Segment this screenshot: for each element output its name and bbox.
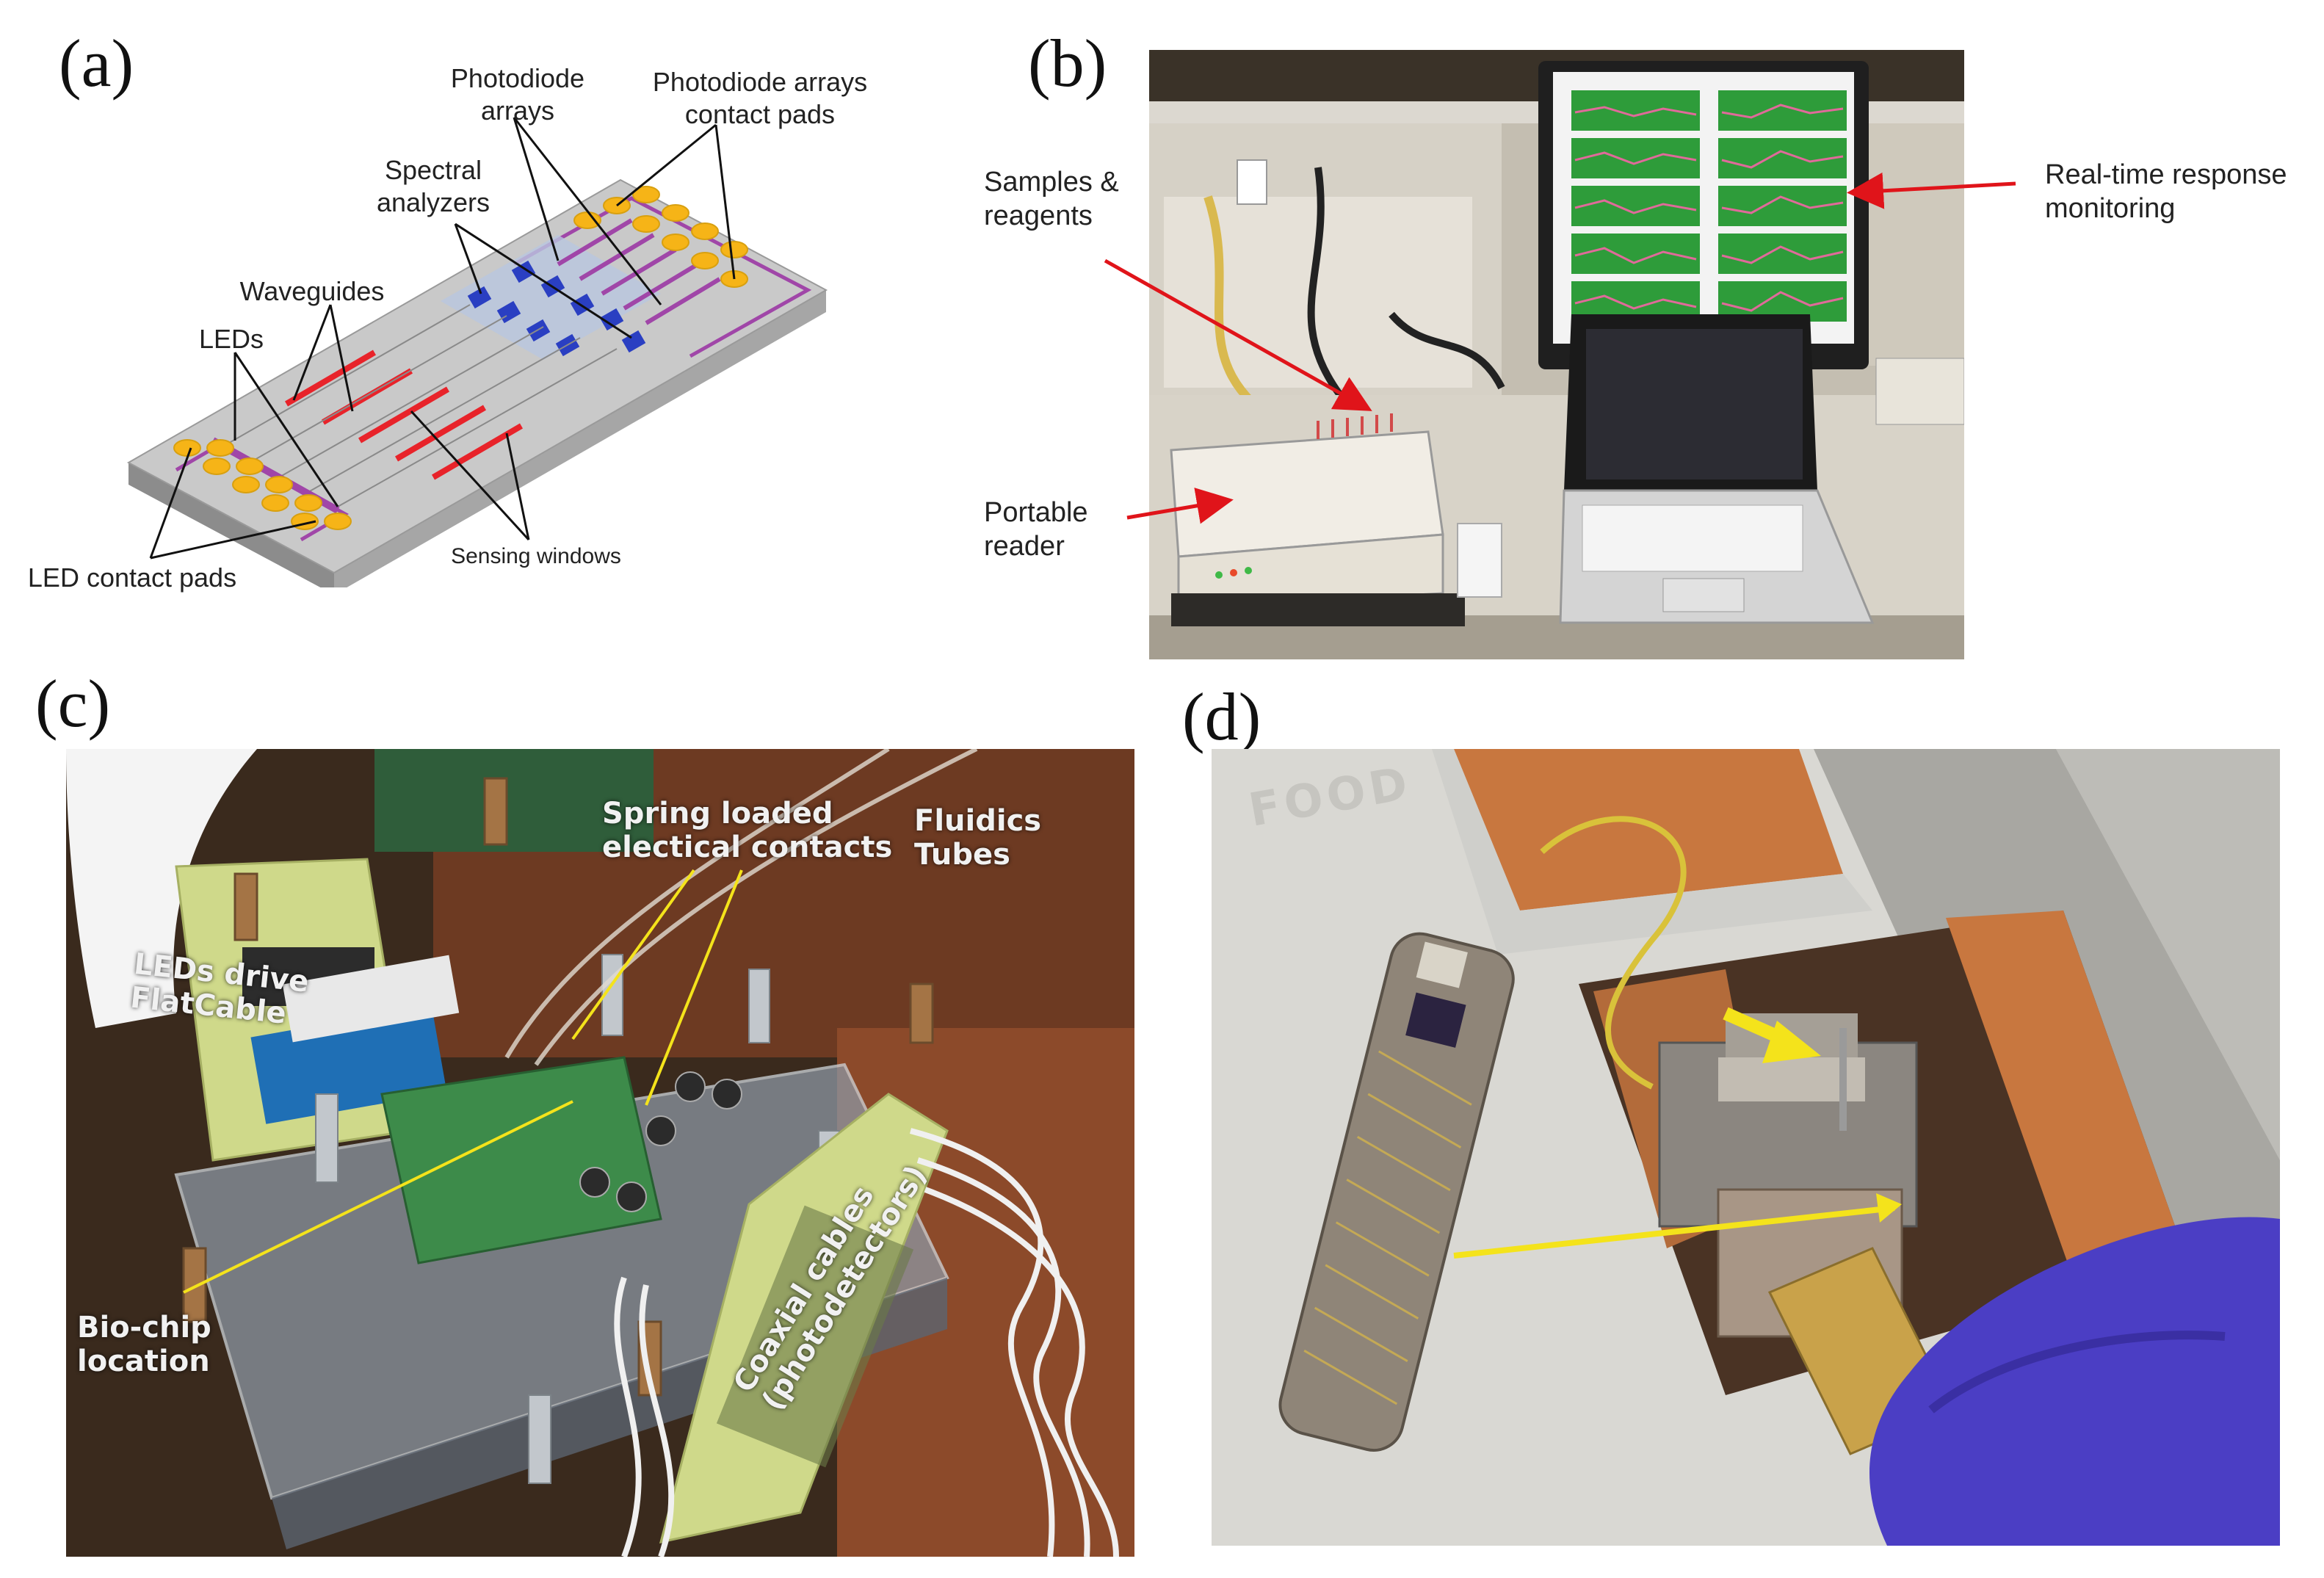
waveguides [284, 350, 524, 480]
biochip-sample [1278, 932, 1515, 1452]
photodiode-contact-pads [573, 186, 748, 288]
label-samples-reagents: Samples & reagents [984, 167, 1119, 232]
label-waveguides: Waveguides [239, 276, 385, 306]
lab-setup-photo [1149, 50, 1964, 659]
chip-top [126, 178, 828, 574]
copper-lid [1454, 749, 1843, 911]
chip-front [334, 290, 826, 587]
photodiode-arrays [557, 218, 721, 325]
label-leds: LEDs [198, 324, 264, 354]
label-photodiode-pads: Photodiode arrays contact pads [652, 67, 868, 129]
label-realtime-monitoring: Real-time response monitoring [2045, 159, 2287, 225]
photodiode-traces [513, 196, 812, 358]
label-led-contact-pads: LED contact pads [27, 562, 237, 593]
analyzer-region [441, 235, 661, 360]
callout-lines [149, 117, 736, 560]
label-sensing-windows: Sensing windows [451, 544, 621, 568]
yellow-arrow-chip [1453, 1205, 1895, 1259]
label-spectral-analyzers: Spectral analyzers [376, 155, 490, 217]
chip-diagram [126, 117, 828, 587]
label-portable-reader: Portable reader [984, 497, 1088, 562]
chip-insertion-photo: FOOD [1212, 749, 2280, 1546]
panel-letter-d: (d) [1182, 679, 1261, 754]
label-spring-contacts: Spring loaded electical contacts [602, 797, 893, 864]
panel-letter-a: (a) [59, 26, 134, 101]
panel-letter-c: (c) [35, 666, 111, 741]
chip-side [128, 463, 334, 587]
panel-letter-b: (b) [1028, 26, 1107, 101]
gloved-hand [1869, 1217, 2280, 1546]
analyzer-blocks [467, 260, 646, 357]
flat-cable [66, 749, 257, 1028]
label-photodiode-arrays: Photodiode arrays [450, 63, 585, 126]
label-biochip-location: Bio-chip location [77, 1311, 211, 1378]
led-contact-pads [173, 439, 352, 530]
label-fluidics-tubes: Fluidics Tubes [914, 804, 1042, 872]
